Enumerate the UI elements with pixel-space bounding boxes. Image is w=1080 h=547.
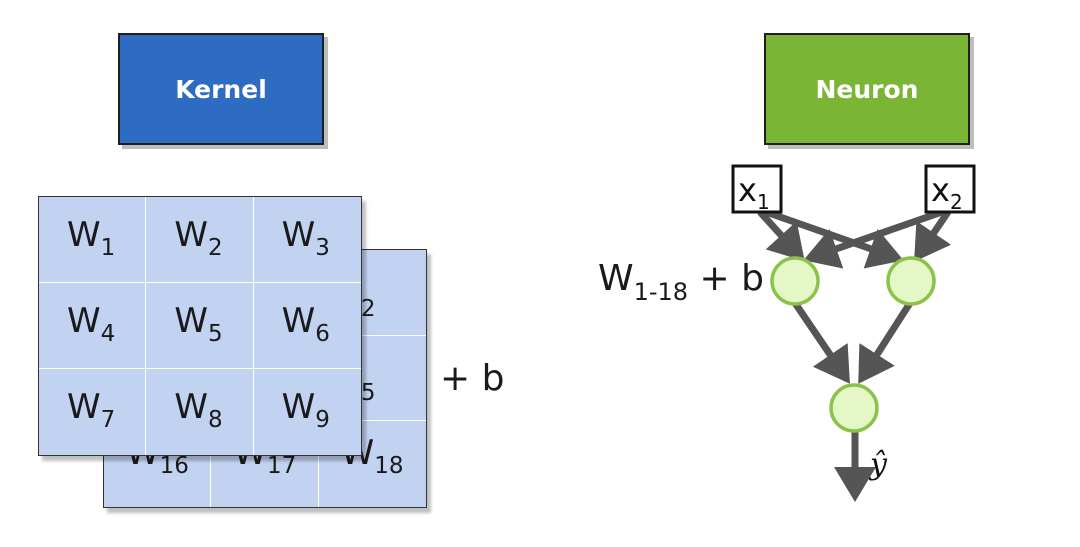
input-label-x2: x2 [931,171,963,214]
edge-h1-out [792,301,850,384]
edge-x2-h2 [914,210,952,262]
edge-h2-out [858,301,913,384]
kernel-cell: W1 [39,197,147,283]
weight-label: W8 [174,387,223,433]
kernel-cell: W8 [146,369,254,455]
kernel-cell: W5 [146,283,254,369]
kernel-cell: W9 [254,369,361,455]
weight-label: W6 [281,301,330,347]
kernel-cell: W6 [253,283,361,369]
hidden-node-1 [770,256,820,306]
input-box-x1 [731,164,783,214]
edge-x2-h1 [803,208,944,269]
weight-label: W1 [67,215,116,261]
kernel-cell: W7 [39,369,147,455]
kernel-cell: W2 [146,197,254,283]
weight-label: W7 [67,387,116,433]
output-label: ŷ [868,447,888,482]
kernel-cell: W4 [39,283,147,369]
output-node [829,383,879,433]
weight-label: W5 [174,301,223,347]
kernel-title: Kernel [175,74,267,104]
kernel-grid-front: W1 W2 W3 W4 W5 W6 W7 W8 W9 [38,196,362,456]
weight-label: W2 [174,215,223,261]
neuron-weights-label: W1-18 + b [598,258,764,306]
edge-x1-h1 [757,209,805,262]
kernel-cell: W3 [253,197,361,283]
input-label-x1: x1 [738,171,770,214]
weight-label: W3 [281,215,330,261]
kernel-bias-label: + b [440,358,505,399]
neuron-title-box: Neuron [764,33,970,145]
weight-label: W4 [67,301,116,347]
hidden-node-2 [886,256,936,306]
neuron-title: Neuron [815,74,919,104]
input-box-x2 [924,164,976,214]
weight-label: W9 [281,387,330,433]
kernel-title-box: Kernel [118,33,324,145]
